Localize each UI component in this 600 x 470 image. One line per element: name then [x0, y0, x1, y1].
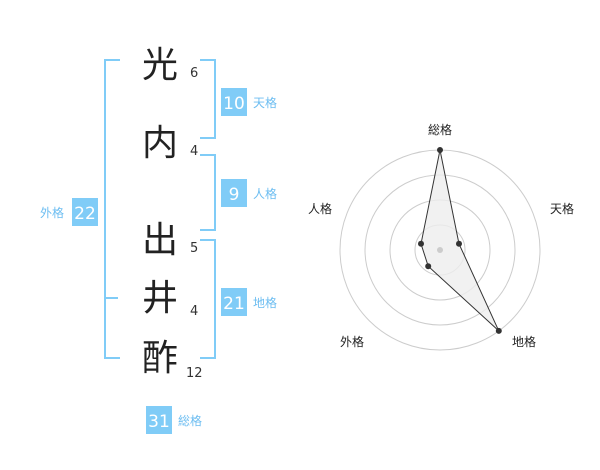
badge-soukaku-box [146, 406, 172, 434]
badge-soukaku: 31 総格 [146, 406, 202, 434]
chikaku-value: 21 [223, 294, 245, 314]
soukaku-value: 31 [148, 412, 170, 432]
radar-point-4 [425, 263, 432, 270]
radar-polygon [420, 149, 500, 332]
radar-label-chikaku: 地格 [512, 334, 536, 349]
badge-jinkaku-box [221, 179, 247, 207]
stroke-count-2: 4 [190, 144, 198, 159]
radar-center-point [437, 247, 443, 253]
radar-point-2 [456, 240, 462, 247]
radar-point-1 [437, 147, 443, 153]
radar-label-tenkaku: 天格 [550, 201, 574, 216]
jinkaku-label: 人格 [253, 186, 277, 201]
badge-chikaku: 21 地格 [221, 288, 277, 316]
bracket-chikaku [200, 239, 216, 359]
brackets [104, 59, 216, 359]
badge-tenkaku: 10 天格 [221, 88, 277, 116]
name-char-2: 内 [142, 123, 178, 164]
name-char-1: 光 [142, 45, 178, 86]
badge-chikaku-box [221, 288, 247, 316]
radar-label-gaikaku: 外格 [340, 334, 364, 349]
badge-jinkaku: 9 人格 [221, 179, 277, 207]
radar-point-3 [495, 327, 502, 334]
gaikaku-label: 外格 [40, 205, 64, 220]
badge-tenkaku-box [221, 88, 247, 116]
soukaku-label: 総格 [178, 413, 202, 428]
badge-gaikaku-box [72, 198, 98, 226]
stroke-count-3: 5 [190, 241, 198, 256]
name-characters: 光 6 内 4 出 5 井 4 酢 12 [142, 45, 203, 381]
bracket-jinkaku [200, 154, 216, 231]
stroke-count-1: 6 [190, 66, 198, 81]
radar-point-5 [418, 240, 424, 247]
radar-label-jinkaku: 人格 [308, 201, 332, 216]
stroke-count-5: 12 [186, 366, 203, 381]
tenkaku-value: 10 [223, 94, 245, 114]
tenkaku-label: 天格 [253, 95, 277, 110]
bracket-tenkaku [200, 59, 216, 139]
radar-label-soukaku: 総格 [428, 122, 452, 137]
chikaku-label: 地格 [253, 295, 277, 310]
name-char-5: 酢 [142, 338, 178, 379]
bracket-gaikaku [104, 59, 120, 359]
name-char-3: 出 [142, 220, 178, 261]
gaikaku-value: 22 [74, 204, 96, 224]
radar-chart: 総格 天格 地格 外格 人格 [308, 122, 574, 351]
name-char-4: 井 [142, 278, 178, 319]
radar-points [418, 147, 502, 334]
stroke-count-4: 4 [190, 304, 198, 319]
jinkaku-value: 9 [229, 185, 240, 205]
badge-gaikaku: 22 外格 [40, 198, 98, 226]
